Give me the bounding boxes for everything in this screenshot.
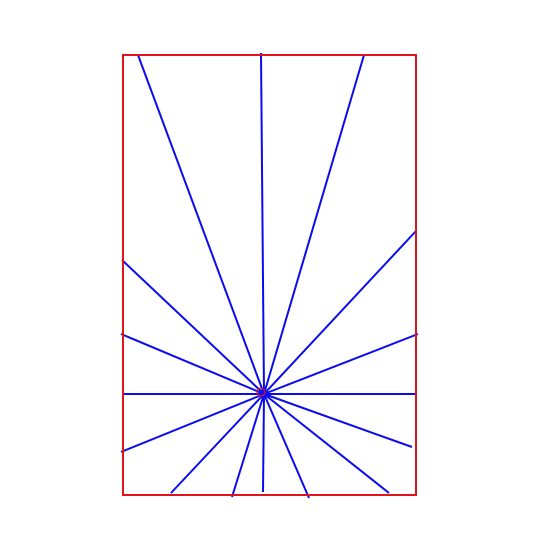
- ray-4: [263, 230, 417, 395]
- frame-rectangle: [122, 54, 417, 496]
- ray-2: [260, 52, 265, 395]
- ray-15: [120, 333, 265, 395]
- ray-9: [263, 393, 310, 499]
- ray-10: [262, 393, 265, 493]
- ray-12: [170, 393, 265, 494]
- center-marker: [256, 387, 266, 397]
- rays-group: [120, 52, 419, 499]
- ray-7: [263, 393, 413, 448]
- ray-11: [231, 393, 265, 498]
- ray-8: [263, 393, 390, 494]
- ray-5: [263, 333, 419, 395]
- ray-1: [137, 54, 265, 395]
- ray-3: [263, 54, 365, 395]
- ray-13: [120, 393, 265, 453]
- ray-16: [121, 259, 265, 395]
